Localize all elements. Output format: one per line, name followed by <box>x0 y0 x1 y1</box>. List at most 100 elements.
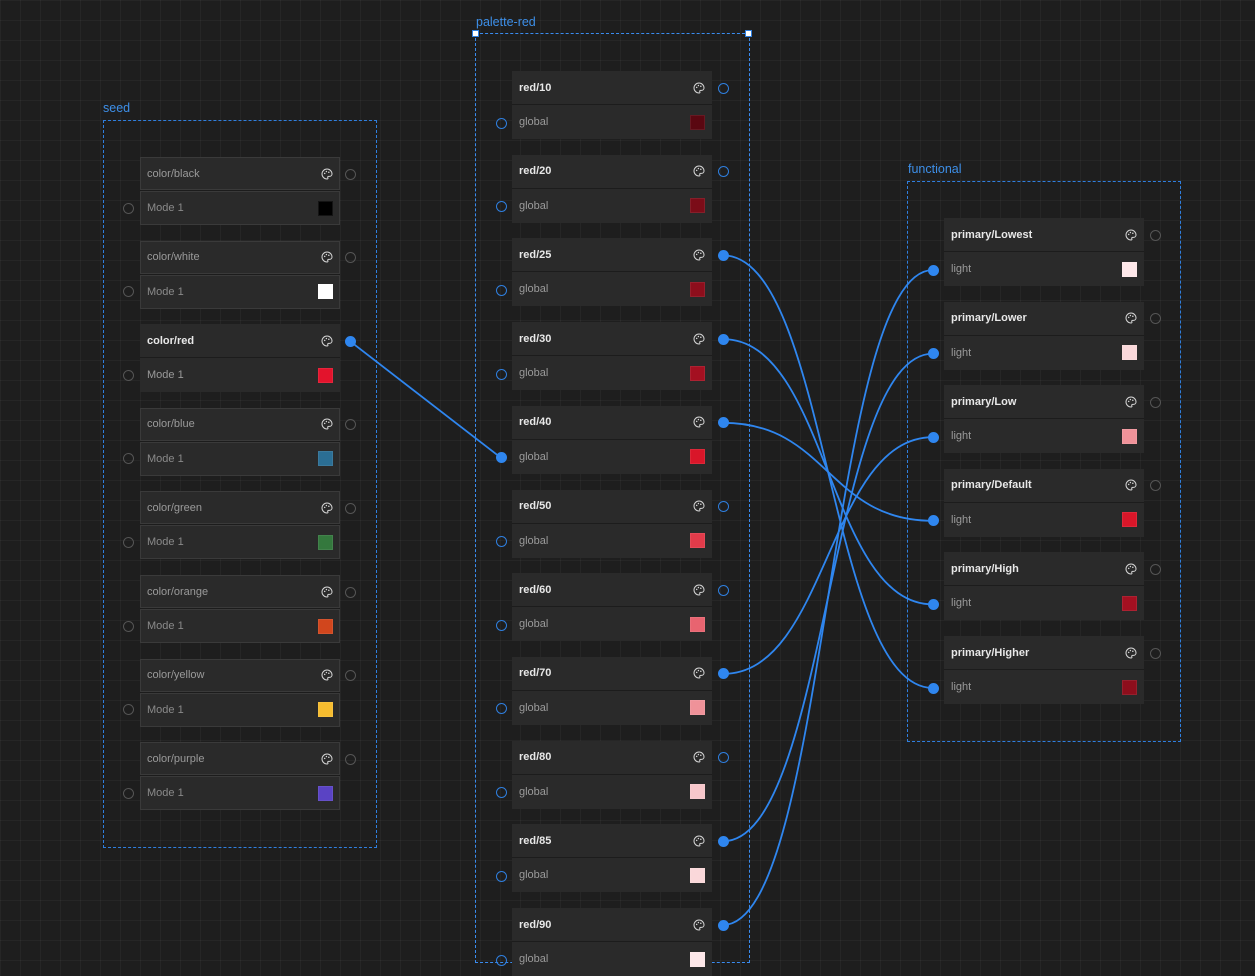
color-swatch[interactable] <box>318 284 333 300</box>
variable-header[interactable]: red/80 <box>512 740 712 775</box>
input-port[interactable] <box>122 369 134 381</box>
input-port[interactable] <box>495 619 507 631</box>
palette-icon-button[interactable] <box>1125 646 1137 659</box>
variable-mode-row[interactable]: light <box>944 586 1144 621</box>
variable-header[interactable]: red/85 <box>512 824 712 859</box>
output-port[interactable] <box>717 668 729 680</box>
input-port[interactable] <box>122 536 134 548</box>
input-port[interactable] <box>495 954 507 966</box>
variable-header[interactable]: color/black <box>140 157 340 191</box>
input-port[interactable] <box>927 515 939 527</box>
color-swatch[interactable] <box>690 198 705 214</box>
color-swatch[interactable] <box>690 114 705 130</box>
input-port[interactable] <box>927 431 939 443</box>
palette-icon-button[interactable] <box>321 585 333 598</box>
output-port[interactable] <box>717 417 729 429</box>
input-port[interactable] <box>495 703 507 715</box>
output-port[interactable] <box>717 82 729 94</box>
variable-mode-row[interactable]: global <box>512 439 712 474</box>
connection-wire[interactable] <box>722 338 934 606</box>
variable-header[interactable]: red/70 <box>512 656 712 691</box>
input-port[interactable] <box>495 787 507 799</box>
color-swatch[interactable] <box>1122 679 1137 695</box>
color-swatch[interactable] <box>318 367 333 383</box>
color-swatch[interactable] <box>690 533 705 548</box>
variable-mode-row[interactable]: global <box>512 858 712 893</box>
palette-icon-button[interactable] <box>693 416 705 428</box>
variable-mode-row[interactable]: Mode 1 <box>140 441 340 476</box>
variable-header[interactable]: color/white <box>140 240 340 275</box>
variable-header[interactable]: red/30 <box>512 322 712 357</box>
variable-header[interactable]: primary/Lower <box>944 301 1144 336</box>
output-port[interactable] <box>1149 480 1161 492</box>
variable-mode-row[interactable]: light <box>944 419 1144 454</box>
output-port[interactable] <box>344 586 356 598</box>
input-port[interactable] <box>927 348 939 360</box>
output-port[interactable] <box>717 249 729 261</box>
output-port[interactable] <box>717 835 729 847</box>
variable-header[interactable]: red/10 <box>512 71 712 105</box>
output-port[interactable] <box>1149 313 1161 325</box>
variable-header[interactable]: color/purple <box>140 742 340 777</box>
variable-mode-row[interactable]: global <box>512 356 712 391</box>
palette-icon-button[interactable] <box>321 753 333 765</box>
input-port[interactable] <box>495 452 507 464</box>
output-port[interactable] <box>717 584 729 596</box>
color-swatch[interactable] <box>318 534 333 550</box>
variable-mode-row[interactable]: light <box>944 670 1144 704</box>
variable-header[interactable]: red/20 <box>512 154 712 189</box>
output-port[interactable] <box>1149 647 1161 659</box>
color-swatch[interactable] <box>690 365 705 381</box>
variable-mode-row[interactable]: global <box>512 607 712 642</box>
variable-mode-row[interactable]: Mode 1 <box>140 525 340 560</box>
variable-header[interactable]: color/green <box>140 491 340 526</box>
input-port[interactable] <box>122 286 134 298</box>
color-swatch[interactable] <box>690 700 705 716</box>
connection-wire[interactable] <box>722 352 934 843</box>
color-swatch[interactable] <box>318 618 333 634</box>
variable-header[interactable]: red/60 <box>512 573 712 608</box>
color-swatch[interactable] <box>690 449 705 465</box>
input-port[interactable] <box>122 704 134 716</box>
palette-icon-button[interactable] <box>693 918 705 931</box>
connection-wire[interactable] <box>722 421 934 522</box>
color-swatch[interactable] <box>1122 345 1137 361</box>
color-swatch[interactable] <box>1122 261 1137 277</box>
palette-icon-button[interactable] <box>321 251 333 263</box>
variable-mode-row[interactable]: global <box>512 523 712 558</box>
output-port[interactable] <box>1149 396 1161 408</box>
variable-mode-row[interactable]: Mode 1 <box>140 191 340 225</box>
variable-mode-row[interactable]: Mode 1 <box>140 274 340 309</box>
output-port[interactable] <box>344 419 356 431</box>
input-port[interactable] <box>495 870 507 882</box>
variable-header[interactable]: primary/High <box>944 552 1144 587</box>
palette-icon-button[interactable] <box>693 751 705 763</box>
group-frame-seed[interactable] <box>103 120 377 848</box>
palette-icon-button[interactable] <box>321 335 333 347</box>
variable-header[interactable]: red/90 <box>512 908 712 942</box>
variable-mode-row[interactable]: Mode 1 <box>140 776 340 811</box>
palette-icon-button[interactable] <box>693 249 705 261</box>
output-port[interactable] <box>717 752 729 764</box>
variable-mode-row[interactable]: light <box>944 502 1144 537</box>
variable-mode-row[interactable]: global <box>512 105 712 139</box>
variable-mode-row[interactable]: global <box>512 690 712 725</box>
palette-icon-button[interactable] <box>693 584 705 596</box>
selection-handle-top-left[interactable] <box>472 30 479 37</box>
color-swatch[interactable] <box>318 702 333 718</box>
